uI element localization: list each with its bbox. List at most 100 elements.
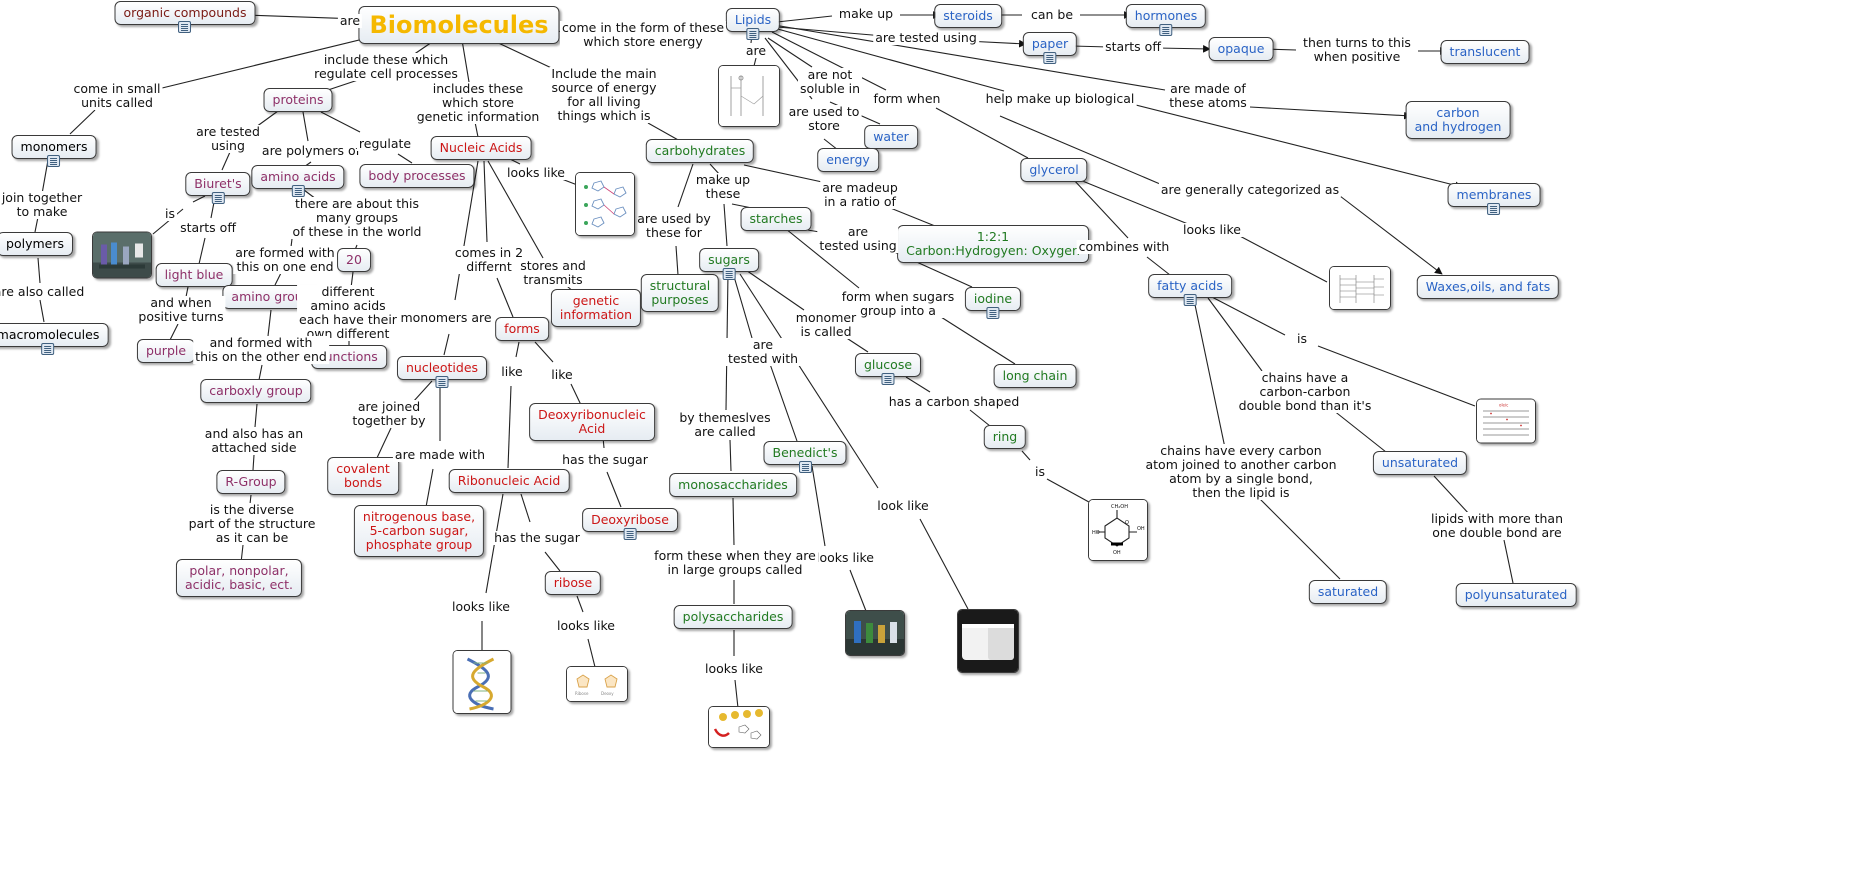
concept-node-biomolecules[interactable]: Biomolecules (358, 6, 560, 44)
lipid-structure-image[interactable] (718, 65, 780, 127)
connector-line (152, 208, 184, 235)
concept-node-twenty[interactable]: 20 (337, 248, 371, 272)
concept-node-lipids[interactable]: Lipids (725, 8, 781, 40)
resource-document-icon[interactable] (881, 373, 895, 385)
concept-node-aminoacids[interactable]: amino acids (251, 165, 345, 197)
concept-node-fattyacids[interactable]: fatty acids (1148, 274, 1232, 306)
concept-node-functions[interactable]: functions (311, 345, 387, 369)
resource-document-icon[interactable] (1159, 24, 1173, 36)
concept-node-steroids[interactable]: steroids (934, 4, 1002, 28)
concept-node-carboxly[interactable]: carboxly group (200, 379, 312, 403)
concept-node-structural[interactable]: structural purposes (640, 274, 720, 312)
link-phrase: look like (875, 498, 931, 513)
resource-document-icon[interactable] (798, 461, 812, 473)
connector-line (254, 403, 258, 428)
concept-node-longchain[interactable]: long chain (993, 364, 1077, 388)
concept-node-monosaccharides[interactable]: monosaccharides (669, 473, 797, 497)
dna-helix-image[interactable] (452, 650, 512, 714)
concept-node-opaque[interactable]: opaque (1208, 37, 1274, 61)
concept-node-nucleotides[interactable]: nucleotides (396, 356, 488, 388)
concept-node-energy[interactable]: energy (817, 148, 879, 172)
concept-node-translucent[interactable]: translucent (1440, 40, 1530, 64)
benedicts-test-photo[interactable] (845, 610, 905, 656)
concept-node-rna[interactable]: Ribonucleic Acid (448, 469, 570, 493)
concept-node-hormones[interactable]: hormones (1125, 4, 1207, 36)
concept-node-lightblue[interactable]: light blue (155, 263, 233, 287)
concept-node-organic[interactable]: organic compounds (114, 1, 256, 33)
connector-line (252, 454, 255, 471)
concept-node-genetic[interactable]: genetic information (550, 289, 642, 327)
biuret-test-photo[interactable] (92, 231, 152, 279)
connector-line (198, 237, 206, 265)
unsaturated-structure-image[interactable]: oleic (1476, 398, 1536, 444)
svg-text:oleic: oleic (1499, 403, 1508, 408)
concept-node-rgroup[interactable]: R-Group (216, 470, 286, 494)
concept-node-saturated[interactable]: saturated (1308, 580, 1388, 604)
concept-label: carbohydrates (654, 143, 746, 158)
concept-node-covalent[interactable]: covalent bonds (327, 457, 399, 495)
resource-document-icon[interactable] (291, 185, 305, 197)
resource-document-icon[interactable] (722, 268, 736, 280)
concept-node-polymers[interactable]: polymers (0, 232, 73, 256)
concept-node-biurets[interactable]: Biuret's (185, 172, 251, 204)
link-phrase: combines with (1076, 239, 1172, 254)
concept-label: polyunsaturated (1464, 587, 1568, 602)
concept-node-carbohydrates[interactable]: carbohydrates (645, 139, 755, 163)
concept-node-ring[interactable]: ring (983, 425, 1027, 449)
concept-node-proteins[interactable]: proteins (263, 88, 333, 112)
sugar-cubes-photo[interactable] (957, 609, 1019, 673)
concept-node-water[interactable]: water (864, 125, 918, 149)
nucleic-acid-structure-image[interactable] (575, 172, 635, 236)
resource-document-icon[interactable] (178, 21, 192, 33)
concept-label: sugars (708, 252, 750, 267)
concept-node-nucleic[interactable]: Nucleic Acids (430, 136, 532, 160)
concept-node-glycerol[interactable]: glycerol (1020, 158, 1088, 182)
concept-label: paper (1031, 36, 1069, 51)
link-phrase: comes in 2 differnt (452, 245, 526, 274)
resource-document-icon[interactable] (435, 376, 449, 388)
resource-document-icon[interactable] (41, 343, 55, 355)
connector-line (69, 109, 96, 135)
concept-node-purple[interactable]: purple (136, 339, 196, 363)
concept-node-polysaccharides[interactable]: polysaccharides (673, 605, 793, 629)
resource-document-icon[interactable] (47, 155, 61, 167)
concept-node-waxes[interactable]: Waxes,oils, and fats (1416, 275, 1560, 299)
concept-node-polar[interactable]: polar, nonpolar, acidic, basic, ect. (175, 559, 303, 597)
concept-node-benedicts[interactable]: Benedict's (763, 441, 847, 473)
concept-node-dna[interactable]: Deoxyribonucleic Acid (529, 403, 655, 441)
resource-document-icon[interactable] (1183, 294, 1197, 306)
fatty-acid-structure-image[interactable] (1329, 266, 1391, 310)
concept-node-monomers[interactable]: monomers (11, 135, 97, 167)
resource-document-icon[interactable] (746, 28, 760, 40)
concept-node-carbonhydrogen[interactable]: carbon and hydrogen (1405, 101, 1511, 139)
resource-document-icon[interactable] (1043, 52, 1057, 64)
concept-node-nitrogenous[interactable]: nitrogenous base, 5-carbon sugar, phosph… (353, 505, 485, 557)
concept-node-sugars[interactable]: sugars (699, 248, 759, 280)
link-phrase: make up these (693, 172, 753, 201)
resource-document-icon[interactable] (1487, 203, 1501, 215)
resource-document-icon[interactable] (211, 192, 225, 204)
concept-node-starches[interactable]: starches (740, 207, 812, 231)
concept-node-membranes[interactable]: membranes (1447, 183, 1541, 215)
concept-node-polyunsaturated[interactable]: polyunsaturated (1455, 583, 1577, 607)
polysaccharide-image[interactable] (708, 706, 770, 748)
link-phrase: are made with (392, 447, 488, 462)
link-phrase: are formed with this on one end (233, 245, 337, 274)
concept-node-bodyprocesses[interactable]: body processes (359, 164, 475, 188)
resource-document-icon[interactable] (623, 528, 637, 540)
concept-node-macromolecules[interactable]: macromolecules (0, 323, 109, 355)
connector-line (185, 286, 189, 298)
concept-node-unsaturated[interactable]: unsaturated (1372, 451, 1468, 475)
concept-node-iodine[interactable]: iodine (964, 287, 1022, 319)
connector-line (34, 216, 39, 233)
connector-line (41, 159, 49, 195)
concept-node-paper[interactable]: paper (1022, 32, 1078, 64)
concept-node-ratio[interactable]: 1:2:1 Carbon:Hydrogyen: Oxygen (897, 225, 1089, 263)
concept-node-forms[interactable]: forms (495, 317, 549, 341)
concept-node-deoxyribose[interactable]: Deoxyribose (582, 508, 678, 540)
concept-node-glucose[interactable]: glucose (854, 353, 922, 385)
resource-document-icon[interactable] (986, 307, 1000, 319)
concept-node-ribose[interactable]: ribose (544, 571, 602, 595)
